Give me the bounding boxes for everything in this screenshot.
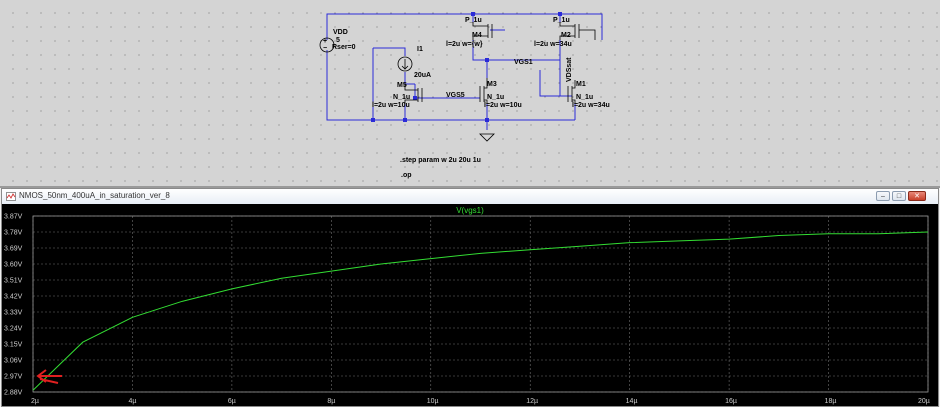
label-vgs1: VGS1 (514, 59, 533, 66)
schematic-canvas[interactable]: + − (0, 0, 940, 186)
x-axis-labels: 2µ 4µ 6µ 8µ 10µ 12µ 14µ 16µ 18µ 20µ (31, 398, 930, 405)
chart-grid (32, 215, 929, 393)
label-i1-value: 20uA (414, 72, 431, 79)
label-m1-name: M1 (576, 81, 586, 88)
label-m2-name: M2 (561, 32, 571, 39)
label-m1-type: N_1u (576, 94, 593, 101)
current-source-i1[interactable] (397, 56, 413, 72)
label-m4-name: M4 (472, 32, 482, 39)
x-tick-label: 6µ (228, 398, 236, 405)
waveform-window-title: NMOS_50nm_400uA_in_saturation_ver_8 (19, 191, 170, 200)
x-tick-label: 2µ (31, 398, 39, 405)
transistor-m3[interactable] (479, 78, 488, 104)
y-tick-label: 3.69V (4, 246, 23, 253)
label-m3-name: M3 (487, 81, 497, 88)
waveform-icon (6, 192, 16, 201)
y-tick-label: 3.15V (4, 342, 23, 349)
label-m2-type: P_1u (553, 17, 570, 24)
x-tick-label: 8µ (327, 398, 335, 405)
y-tick-label: 2.97V (4, 374, 23, 381)
red-arrow-annotation (36, 369, 62, 384)
label-m4-type: P_1u (465, 17, 482, 24)
x-tick-label: 12µ (526, 398, 538, 405)
label-m2-param: l=2u w=34u (534, 41, 572, 48)
label-m5-param: l=2u w=10u (372, 102, 410, 109)
label-m3-type: N_1u (487, 94, 504, 101)
schematic-wires (326, 13, 603, 130)
label-m3-param: l=2u w=10u (484, 102, 522, 109)
y-tick-label: 3.42V (4, 294, 23, 301)
y-tick-label: 3.78V (4, 230, 23, 237)
y-tick-label: 3.33V (4, 310, 23, 317)
label-vgs5: VGS5 (446, 92, 465, 99)
label-m1-param: l=2u w=34u (572, 102, 610, 109)
x-tick-label: 4µ (128, 398, 136, 405)
schematic-editor[interactable]: + − (0, 0, 940, 188)
ground-symbol (479, 133, 495, 142)
trace-title[interactable]: V(vgs1) (456, 206, 484, 215)
label-m5-type: N_1u (393, 94, 410, 101)
svg-text:−: − (323, 45, 327, 52)
svg-text:+: + (323, 38, 327, 45)
transistor-m2[interactable] (559, 22, 596, 40)
maximize-button[interactable]: □ (892, 191, 906, 201)
y-axis-labels: 3.87V 3.78V 3.69V 3.60V 3.51V 3.42V 3.33V 3.24V… (4, 214, 23, 397)
series-line-vgs1[interactable] (32, 231, 929, 391)
transistor-m4[interactable] (472, 22, 493, 40)
label-m5-name: M5 (397, 82, 407, 89)
y-tick-label: 2.88V (4, 390, 23, 397)
x-tick-label: 18µ (825, 398, 837, 405)
plot-frame (32, 215, 929, 393)
step-directive[interactable]: .step param w 2u 20u 1u (400, 157, 481, 164)
y-tick-label: 3.24V (4, 326, 23, 333)
waveform-plot-area[interactable]: 3.87V 3.78V 3.69V 3.60V 3.51V 3.42V 3.33V 3.24V… (2, 204, 938, 406)
series-group (32, 231, 929, 391)
waveform-window-titlebar[interactable]: NMOS_50nm_400uA_in_saturation_ver_8 – □ … (2, 189, 938, 205)
waveform-chart[interactable]: 3.87V 3.78V 3.69V 3.60V 3.51V 3.42V 3.33V 3.24V… (2, 204, 938, 406)
y-tick-label: 3.51V (4, 278, 23, 285)
op-directive[interactable]: .op (401, 172, 412, 179)
x-tick-label: 10µ (427, 398, 439, 405)
transistor-m5[interactable] (404, 84, 423, 104)
close-button[interactable]: ✕ (908, 191, 926, 201)
junction-dots (371, 12, 562, 122)
y-tick-label: 3.87V (4, 214, 23, 221)
y-tick-label: 3.06V (4, 358, 23, 365)
waveform-viewer-window[interactable]: NMOS_50nm_400uA_in_saturation_ver_8 – □ … (1, 188, 939, 407)
x-tick-label: 20µ (918, 398, 930, 405)
x-tick-label: 14µ (626, 398, 638, 405)
minimize-button[interactable]: – (876, 191, 890, 201)
x-tick-label: 16µ (725, 398, 737, 405)
y-tick-label: 3.60V (4, 262, 23, 269)
label-m4-param: l=2u w={w} (446, 41, 483, 48)
label-i1: I1 (417, 46, 423, 53)
label-vdsat: VDSsat (566, 57, 573, 82)
transistor-m1[interactable] (567, 80, 576, 104)
voltage-source-vdd[interactable]: + − (319, 37, 335, 53)
label-vdd: VDD (333, 29, 348, 36)
label-rser: Rser=0 (332, 44, 356, 51)
label-source-value: 5 (336, 37, 340, 44)
